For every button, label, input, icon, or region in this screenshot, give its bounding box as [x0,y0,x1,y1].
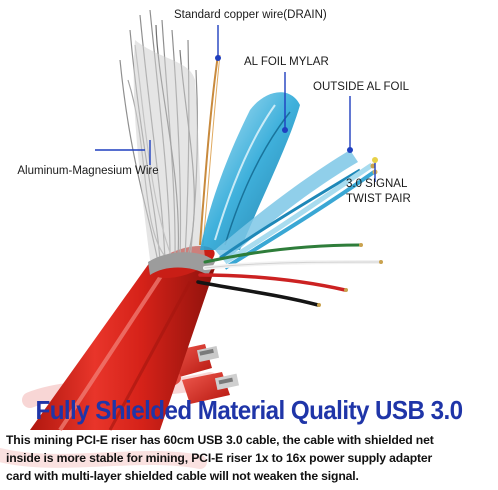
al-foil-mylar [200,92,300,251]
braid-body [133,40,215,275]
callout-al-foil-mylar: AL FOIL MYLAR [244,56,329,68]
headline: Fully Shielded Material Quality USB 3.0 [35,395,463,425]
signal-twist-pair [223,162,378,270]
description-line: card with multi-layer shielded cable wil… [6,469,359,483]
callout-dots [215,55,378,163]
description-line: This mining PCI-E riser has 60cm USB 3.0… [6,433,434,447]
callout-lines [95,25,376,182]
callout-aluminum-magnesium-wire: Aluminum-Magnesium Wire [17,165,159,177]
description-line: inside is more stable for mining, PCI-E … [6,451,433,465]
power-wires [196,243,383,307]
copper-drain-wire [199,54,221,246]
callout-copper-drain-wire: Standard copper wire(DRAIN) [174,9,327,21]
callout-outside-al-foil: OUTSIDE AL FOIL [313,81,410,93]
callout-signal-twist-pair: 3.0 SIGNAL TWIST PAIR [346,178,411,205]
outside-al-foil [215,150,361,262]
product-description: This mining PCI-E riser has 60cm USB 3.0… [6,431,494,485]
